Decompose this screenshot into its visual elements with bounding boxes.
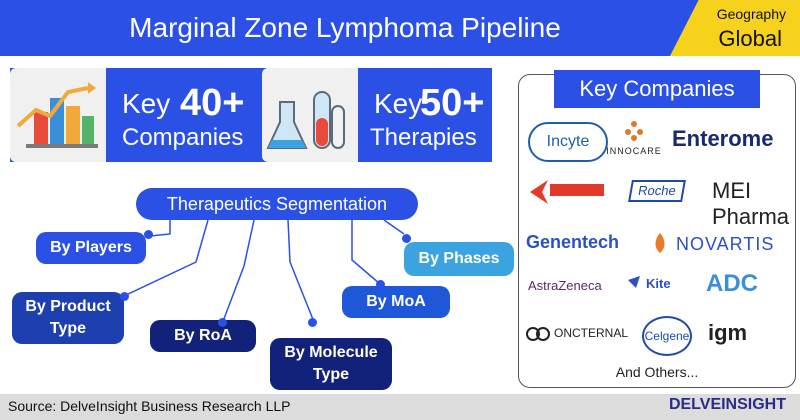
logo-novartis: NOVARTIS <box>676 234 775 254</box>
others-note: And Others... <box>615 364 699 380</box>
lab-flask-icon <box>262 68 358 162</box>
connector-dot <box>402 234 411 243</box>
logo-magworks <box>528 178 608 208</box>
segment-by-players: By Players <box>36 232 146 264</box>
logo-innocare: INNOCARE <box>606 146 662 156</box>
title-bar: Marginal Zone Lymphoma Pipeline <box>0 0 800 56</box>
innocare-mark-icon <box>624 118 644 142</box>
logo-roche: Roche <box>628 180 686 202</box>
svg-text:Kite: Kite <box>646 276 671 291</box>
segmentation-connectors <box>123 219 405 325</box>
city-growth-icon <box>10 68 106 162</box>
companies-label: Companies <box>122 124 244 151</box>
oncternal-mark-icon <box>526 326 550 342</box>
geography-value: Global <box>718 26 782 51</box>
delveinsight-logo: DELVEINSIGHT <box>668 396 786 413</box>
page-title: Marginal Zone Lymphoma Pipeline <box>129 12 561 43</box>
connector-dot <box>308 318 317 327</box>
segment-by-product-type: By Product Type <box>12 292 124 344</box>
therapies-label: Therapies <box>370 124 477 151</box>
segment-by-moa: By MoA <box>342 286 450 318</box>
companies-key-label: Key <box>122 88 171 119</box>
companies-count: 40+ <box>180 82 245 124</box>
segment-by-roa: By RoA <box>150 320 256 352</box>
logo-enterome: Enterome <box>672 126 774 151</box>
key-companies-heading: Key Companies <box>554 70 760 108</box>
logo-igm-biosciences: igm <box>708 320 748 345</box>
logo-celgene: Celgene <box>642 316 692 356</box>
novartis-flame-icon <box>652 232 668 254</box>
logo-adc-therapeutics: ADC <box>706 270 758 297</box>
geography-label: Geography <box>716 6 786 22</box>
source-text: Source: DelveInsight Business Research L… <box>8 398 291 414</box>
connector-dot <box>144 230 153 239</box>
logo-astrazeneca: AstraZeneca <box>528 278 602 293</box>
therapies-stat-card: Key 50+ Therapies <box>262 68 492 162</box>
connector-dot <box>218 318 227 327</box>
connector-dot <box>120 292 129 301</box>
logo-genentech: Genentech <box>526 232 620 252</box>
source-bar: Source: DelveInsight Business Research L… <box>0 394 800 420</box>
companies-stat-card: Key 40+ Companies <box>10 68 292 162</box>
logo-kite: Kite <box>626 274 682 298</box>
connector-dot <box>376 280 385 289</box>
therapies-count: 50+ <box>420 82 485 124</box>
segmentation-heading: Therapeutics Segmentation <box>136 188 418 220</box>
segment-by-molecule-type: By Molecule Type <box>270 338 392 390</box>
segment-by-phases: By Phases <box>404 242 514 276</box>
therapies-key-label: Key <box>374 88 423 119</box>
logo-oncternal: ONCTERNAL <box>554 326 629 340</box>
logo-mei-pharma: MEI Pharma <box>712 178 790 229</box>
logo-incyte: Incyte <box>528 122 608 162</box>
